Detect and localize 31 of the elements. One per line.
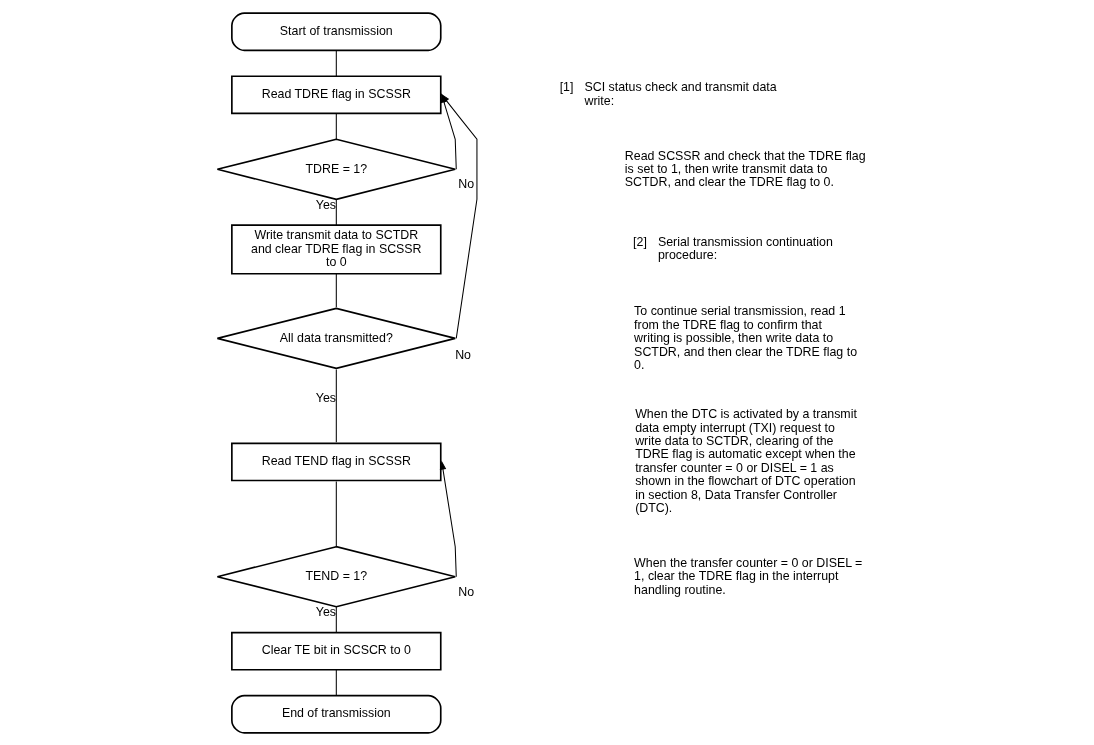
edge-label: No xyxy=(455,347,472,362)
connector xyxy=(335,368,337,443)
node-box: Write transmit data to SCTDR and clear TDRE flag in SCSSR to 0 xyxy=(231,223,442,275)
connector xyxy=(335,668,337,696)
connector xyxy=(335,198,337,226)
edge-label: Yes xyxy=(315,197,337,212)
node-box: Read TEND flag in SCSSR xyxy=(231,442,442,481)
label: Serial transmission continuation procedure: xyxy=(657,234,833,262)
connector xyxy=(335,605,337,633)
label: To continue serial transmission, read 1 from the TDRE flag to confirm that writing is possible, then write data to SCTDR, and then clear the TDRE flag to 0. xyxy=(634,303,858,372)
connector xyxy=(335,480,337,547)
connector xyxy=(335,112,337,140)
node-diamond: All data transmitted? xyxy=(216,307,457,369)
label: [1] xyxy=(559,79,574,94)
label: When the DTC is activated by a transmit data empty interrupt (TXI) request to write data to SCTDR, clearing of the TDRE flag is automatic except when the transfer counter = 0 or DISEL = 1 as shown in the flowchart of DTC operation in section 8, Data Transfer Controller (DTC). xyxy=(635,406,857,515)
node-box: Clear TE bit in SCSCR to 0 xyxy=(231,631,442,671)
node-box: Read TDRE flag in SCSSR xyxy=(231,74,442,114)
label: When the transfer counter = 0 or DISEL = 1, clear the TDRE flag in the interrupt handling routine. xyxy=(634,555,863,597)
node-box: Start of transmission xyxy=(231,11,442,51)
label: [2] xyxy=(633,234,647,249)
edge-label: No xyxy=(458,584,475,599)
edge-label: No xyxy=(458,176,475,191)
edge-label: Yes xyxy=(315,390,337,405)
node-box: End of transmission xyxy=(231,694,442,734)
node-diamond: TEND = 1? xyxy=(216,545,457,608)
label: SCI status check and transmit data write: xyxy=(584,79,777,108)
connector xyxy=(335,49,337,77)
node-diamond: TDRE = 1? xyxy=(216,137,457,200)
arrow xyxy=(439,459,457,577)
label: Read SCSSR and check that the TDRE flag is set to 1, then write transmit data to SCTDR, and clear the TDRE flag to 0. xyxy=(624,148,866,189)
connector xyxy=(335,272,337,308)
